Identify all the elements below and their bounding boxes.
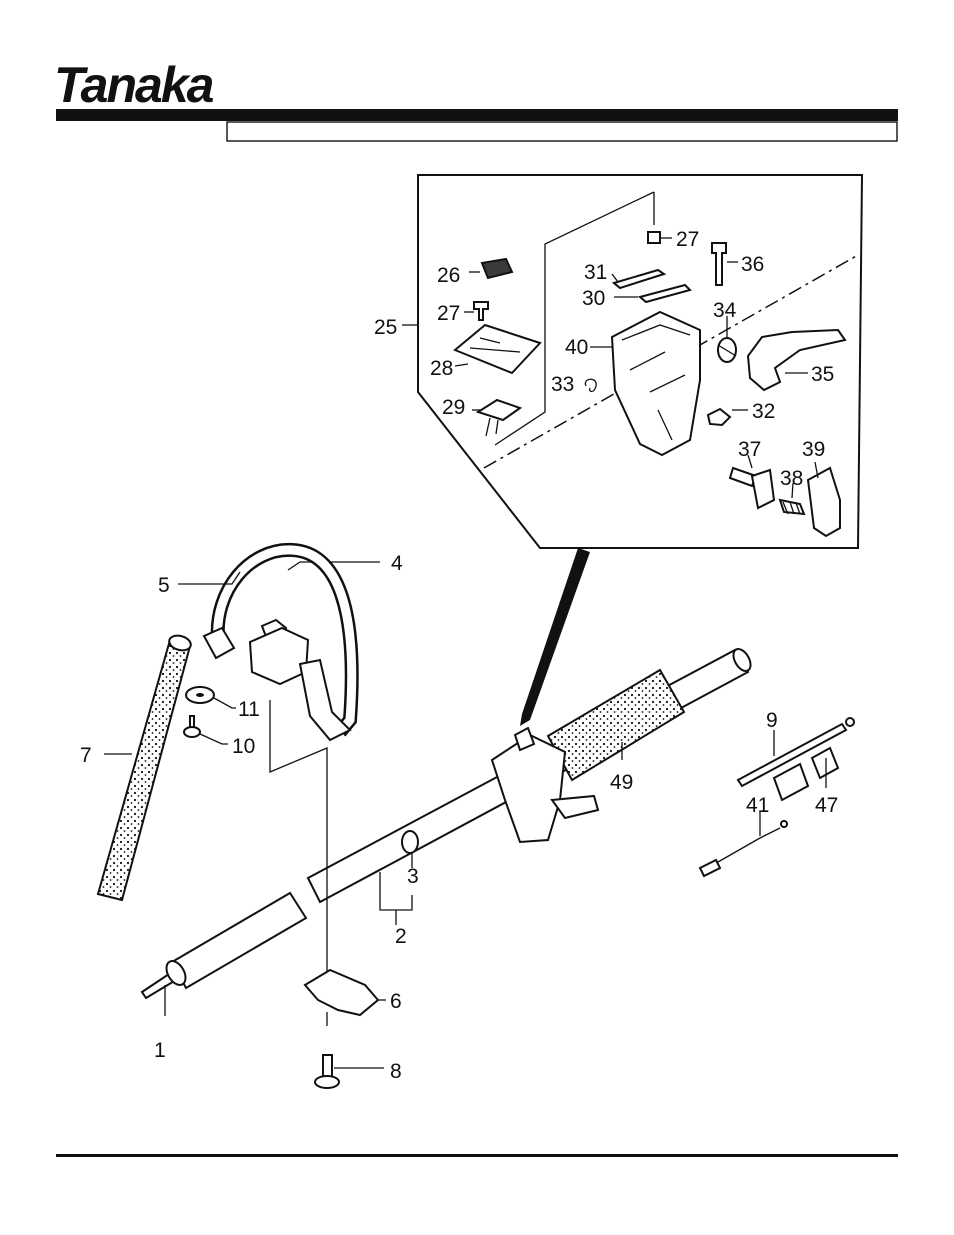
callout-33: 33 xyxy=(551,373,574,396)
callout-3: 3 xyxy=(407,865,419,888)
part-39-shape xyxy=(806,466,841,538)
callout-11: 11 xyxy=(238,698,260,721)
part-27-top-shape xyxy=(647,231,661,244)
part-49-foam-grip xyxy=(546,668,686,782)
part-26-shape xyxy=(480,257,514,280)
part-40-shape xyxy=(610,310,701,457)
inset-pointer-arrow xyxy=(520,548,590,726)
callout-49: 49 xyxy=(610,771,633,794)
footer-rule xyxy=(56,1154,898,1157)
callout-39: 39 xyxy=(802,438,825,461)
callout-27-left: 27 xyxy=(437,302,460,325)
handle-clamp-upper xyxy=(248,626,310,686)
callout-32: 32 xyxy=(752,400,775,423)
callout-labels: 1 2 3 4 5 6 7 8 9 10 11 25 26 27 27 28 2… xyxy=(80,228,838,1083)
header-rule xyxy=(56,109,898,121)
brand-wordmark: Tanaka xyxy=(54,57,214,113)
callout-6: 6 xyxy=(390,990,402,1013)
main-shaft-assembly xyxy=(96,542,855,1089)
part-37-tab-shape xyxy=(750,468,776,510)
part-9-shape xyxy=(736,722,848,788)
callout-36: 36 xyxy=(741,253,764,276)
callout-28: 28 xyxy=(430,357,453,380)
part-36-shape xyxy=(711,242,727,286)
handle-trigger xyxy=(550,794,600,820)
part-41-shape xyxy=(698,858,722,878)
callout-41: 41 xyxy=(746,794,769,817)
part-47-shape-a xyxy=(772,762,810,802)
callout-25: 25 xyxy=(374,316,397,339)
part-47-shape-b xyxy=(810,746,840,780)
part-35-shape xyxy=(746,328,847,392)
part-37-shape xyxy=(728,466,758,488)
part-3-shape xyxy=(401,830,419,854)
registered-mark: ® xyxy=(203,93,210,103)
callout-26: 26 xyxy=(437,264,460,287)
part-27-left-shape xyxy=(473,301,489,321)
handle-clamp-end xyxy=(202,626,236,660)
callout-9: 9 xyxy=(766,709,778,732)
callout-34: 34 xyxy=(713,299,737,322)
callout-40: 40 xyxy=(565,336,588,359)
part-6-shape xyxy=(303,968,380,1017)
callout-10: 10 xyxy=(232,735,255,758)
part-7-foam-grip xyxy=(96,638,192,902)
part-28-shape xyxy=(453,323,542,375)
callout-4: 4 xyxy=(391,552,403,575)
handle-clamp-arm xyxy=(298,658,352,742)
part-30-shape xyxy=(637,283,692,304)
handle-housing xyxy=(490,733,567,844)
inset-throttle-assembly xyxy=(402,174,864,549)
callout-37: 37 xyxy=(738,438,761,461)
callout-5: 5 xyxy=(158,574,170,597)
callout-47: 47 xyxy=(815,794,838,817)
part-31-shape xyxy=(611,268,667,290)
callout-30: 30 xyxy=(582,287,605,310)
brand-logo: Tanaka ® xyxy=(54,57,216,113)
callout-2: 2 xyxy=(395,925,407,948)
callout-31: 31 xyxy=(584,261,607,284)
part-1-tube xyxy=(170,891,308,990)
part-8-shape xyxy=(322,1054,333,1079)
callout-38: 38 xyxy=(780,467,803,490)
callout-1: 1 xyxy=(154,1039,166,1062)
callout-29: 29 xyxy=(442,396,465,419)
title-box xyxy=(226,121,898,142)
callout-27-top: 27 xyxy=(676,228,699,251)
callout-7: 7 xyxy=(80,744,92,767)
callout-8: 8 xyxy=(390,1060,402,1083)
part-32-shape xyxy=(706,407,732,427)
callout-35: 35 xyxy=(811,363,834,386)
part-29-shape xyxy=(475,398,523,422)
